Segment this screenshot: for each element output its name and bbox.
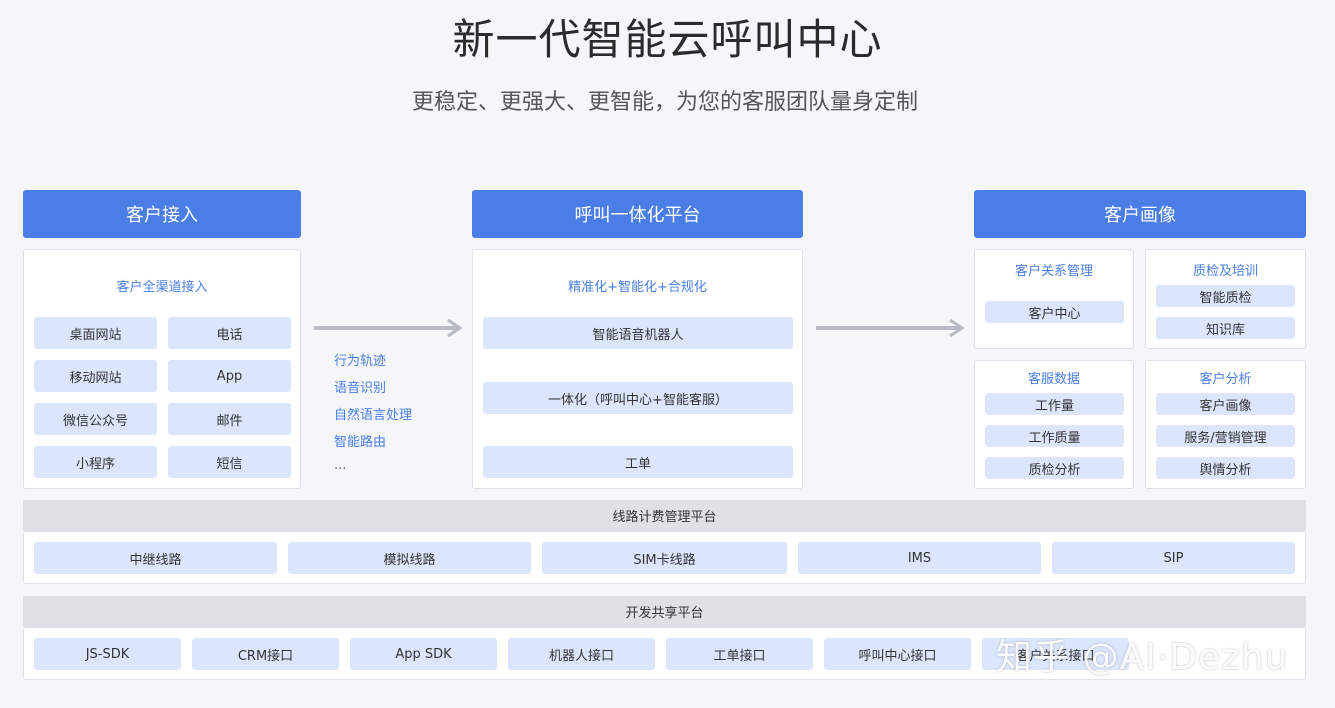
page-title: 新一代智能云呼叫中心: [452, 15, 883, 64]
service-work-quality: 工作质量: [985, 425, 1124, 447]
service-data-title: 客服数据: [1027, 372, 1080, 387]
customer-analysis-title: 客户分析: [1199, 372, 1252, 387]
channel-phone: 电话: [168, 317, 291, 349]
channel-mini-program: 小程序: [34, 446, 157, 478]
qa-title: 质检及培训: [1192, 264, 1258, 279]
feature-nlp: 自然语言处理: [334, 408, 413, 423]
service-qa-analysis: 质检分析: [985, 457, 1124, 479]
platform-panel-title: 精准化+智能化+合规化: [568, 280, 707, 295]
channel-mobile-web: 移动网站: [34, 360, 157, 392]
feature-behavior-track: 行为轨迹: [334, 354, 387, 369]
platform-integration: 一体化（呼叫中心+智能客服）: [483, 382, 793, 414]
analysis-marketing: 服务/营销管理: [1156, 425, 1295, 447]
service-workload: 工作量: [985, 393, 1124, 415]
platform-header: 呼叫一体化平台: [472, 190, 803, 238]
flow-arrow-icon: [314, 318, 463, 338]
line-ims: IMS: [798, 542, 1041, 574]
portrait-header: 客户画像: [974, 190, 1306, 238]
channel-wechat: 微信公众号: [34, 403, 157, 435]
feature-more: ...: [334, 458, 347, 473]
access-panel: 客户全渠道接入 桌面网站 电话 移动网站 App 微信公众号 邮件 小程序 短信: [23, 249, 301, 489]
channel-desktop-web: 桌面网站: [34, 317, 157, 349]
customer-analysis-panel: 客户分析 客户画像 服务/营销管理 舆情分析: [1145, 360, 1306, 489]
feature-speech-recognition: 语音识别: [334, 381, 387, 396]
access-header: 客户接入: [23, 190, 301, 238]
dev-app-sdk: App SDK: [350, 638, 497, 670]
page-subtitle: 更稳定、更强大、更智能，为您的客服团队量身定制: [411, 90, 918, 115]
channel-sms: 短信: [168, 446, 291, 478]
line-sim: SIM卡线路: [542, 542, 787, 574]
dev-robot-api: 机器人接口: [508, 638, 655, 670]
feature-smart-routing: 智能路由: [334, 435, 387, 450]
dev-js-sdk: JS-SDK: [34, 638, 181, 670]
qa-smart-inspection: 智能质检: [1156, 285, 1295, 307]
channel-app: App: [168, 360, 291, 392]
line-trunk: 中继线路: [34, 542, 277, 574]
crm-customer-center: 客户中心: [985, 301, 1124, 323]
dev-crm-api: CRM接口: [192, 638, 339, 670]
dev-platform-title: 开发共享平台: [23, 596, 1306, 627]
analysis-sentiment: 舆情分析: [1156, 457, 1295, 479]
line-sip: SIP: [1052, 542, 1295, 574]
platform-voice-robot: 智能语音机器人: [483, 317, 793, 349]
channel-email: 邮件: [168, 403, 291, 435]
line-analog: 模拟线路: [288, 542, 531, 574]
line-platform-panel: 中继线路 模拟线路 SIM卡线路 IMS SIP: [23, 531, 1306, 584]
flow-arrow-icon: [816, 318, 965, 338]
access-panel-title: 客户全渠道接入: [116, 280, 208, 295]
service-data-panel: 客服数据 工作量 工作质量 质检分析: [974, 360, 1134, 489]
line-platform-title: 线路计费管理平台: [23, 500, 1306, 531]
dev-platform-panel: JS-SDK CRM接口 App SDK 机器人接口 工单接口 呼叫中心接口 客…: [23, 627, 1306, 680]
qa-knowledge-base: 知识库: [1156, 317, 1295, 339]
platform-ticket: 工单: [483, 446, 793, 478]
analysis-portrait: 客户画像: [1156, 393, 1295, 415]
dev-ticket-api: 工单接口: [666, 638, 813, 670]
qa-panel: 质检及培训 智能质检 知识库: [1145, 249, 1306, 349]
dev-crm-relation-api: 客户关系接口: [982, 638, 1129, 670]
crm-title: 客户关系管理: [1014, 264, 1093, 279]
platform-panel: 精准化+智能化+合规化 智能语音机器人 一体化（呼叫中心+智能客服） 工单: [472, 249, 803, 489]
dev-callcenter-api: 呼叫中心接口: [824, 638, 971, 670]
crm-panel: 客户关系管理 客户中心: [974, 249, 1134, 349]
watermark: 知乎 @AI·Dezhu: [996, 637, 1289, 678]
